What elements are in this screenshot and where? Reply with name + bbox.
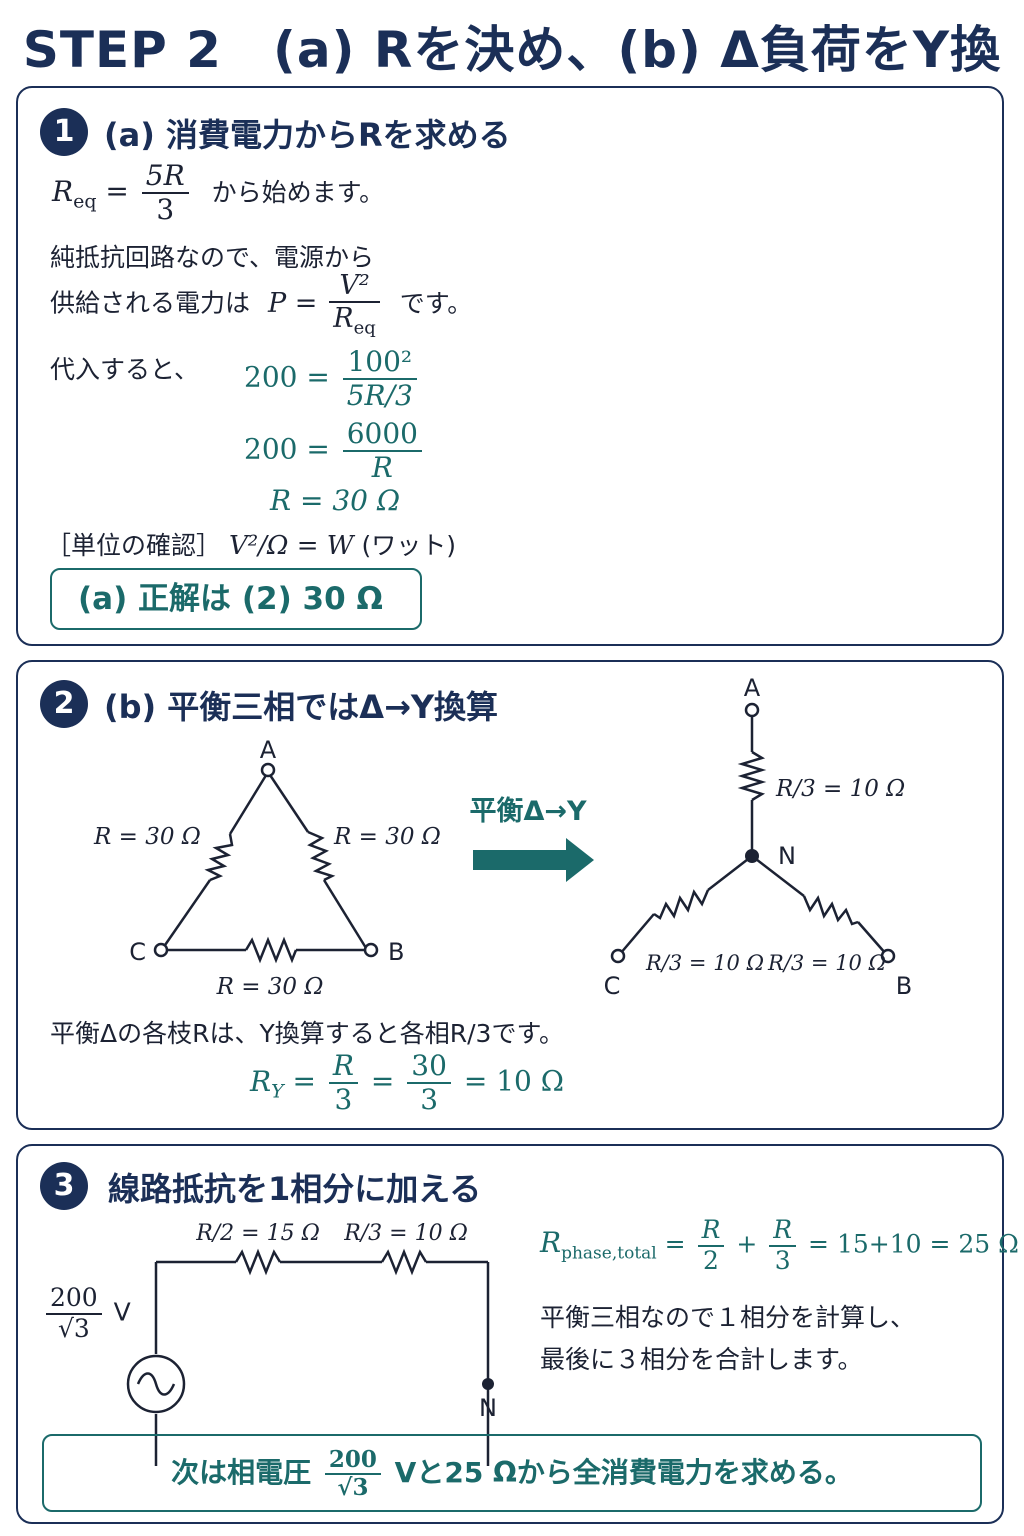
delta-to-y-diagram: A C B R = 30 Ω R = 30 Ω R = 30 Ω 平衡Δ→Y A… — [93, 674, 912, 1000]
section-3-panel: 3 線路抵抗を1相分に加える R/2 = 15 Ω R/3 = 10 Ω N 2… — [16, 1144, 1019, 1524]
delta-node-a: A — [260, 736, 277, 764]
y-node-n: N — [778, 842, 796, 870]
phase-resistance-label: R/3 = 10 Ω — [343, 1221, 468, 1246]
section-2-panel: 2 (b) 平衡三相ではΔ→Y換算 — [16, 660, 1004, 1130]
arrow-label: 平衡Δ→Y — [469, 796, 587, 827]
delta-bottom-label: R = 30 Ω — [216, 974, 324, 1000]
equation-3: R = 30 Ω — [270, 484, 401, 517]
line-resistance-label: R/2 = 15 Ω — [195, 1221, 320, 1246]
delta-node-b: B — [388, 938, 404, 966]
unit-check: ［単位の確認］ V²/Ω = W (ワット) — [46, 531, 456, 561]
y-node-a: A — [744, 674, 761, 702]
y-top-label: R/3 = 10 Ω — [775, 776, 905, 802]
note-line-1: 平衡三相なので１相分を計算し、 — [540, 1303, 916, 1332]
substitute-label: 代入すると、 — [50, 355, 200, 384]
y-node-b: B — [896, 972, 912, 1000]
step-number-2: 2 — [40, 680, 88, 728]
explanation-line-1: 純抵抗回路なので、電源から — [50, 243, 375, 272]
y-left-label: R/3 = 10 Ω — [645, 951, 764, 975]
y-right-label: R/3 = 10 Ω — [767, 951, 886, 975]
delta-y-explanation: 平衡Δの各枝Rは、Y換算すると各相R/3です。 — [50, 1019, 564, 1048]
per-phase-circuit: R/2 = 15 Ω R/3 = 10 Ω N — [126, 1221, 497, 1466]
step-number-1: 1 — [40, 108, 88, 156]
y-node-c: C — [604, 972, 621, 1000]
delta-left-label: R = 30 Ω — [93, 824, 201, 850]
step-number-3: 3 — [40, 1162, 88, 1210]
note-line-2: 最後に３相分を合計します。 — [540, 1345, 863, 1374]
neutral-node-label: N — [479, 1394, 497, 1422]
answer-box-a: (a) 正解は (2) 30 Ω — [50, 568, 422, 630]
next-step-box: 次は相電圧 200√3 Vと25 Ωから全消費電力を求める。 — [42, 1434, 982, 1512]
delta-node-c: C — [129, 938, 146, 966]
section-2-heading: (b) 平衡三相ではΔ→Y換算 — [104, 688, 499, 726]
section-1-heading: (a) 消費電力からRを求める — [104, 116, 511, 154]
delta-right-label: R = 30 Ω — [333, 824, 441, 850]
source-voltage: 200√3 V — [42, 1283, 131, 1344]
section-3-heading: 線路抵抗を1相分に加える — [108, 1170, 482, 1208]
